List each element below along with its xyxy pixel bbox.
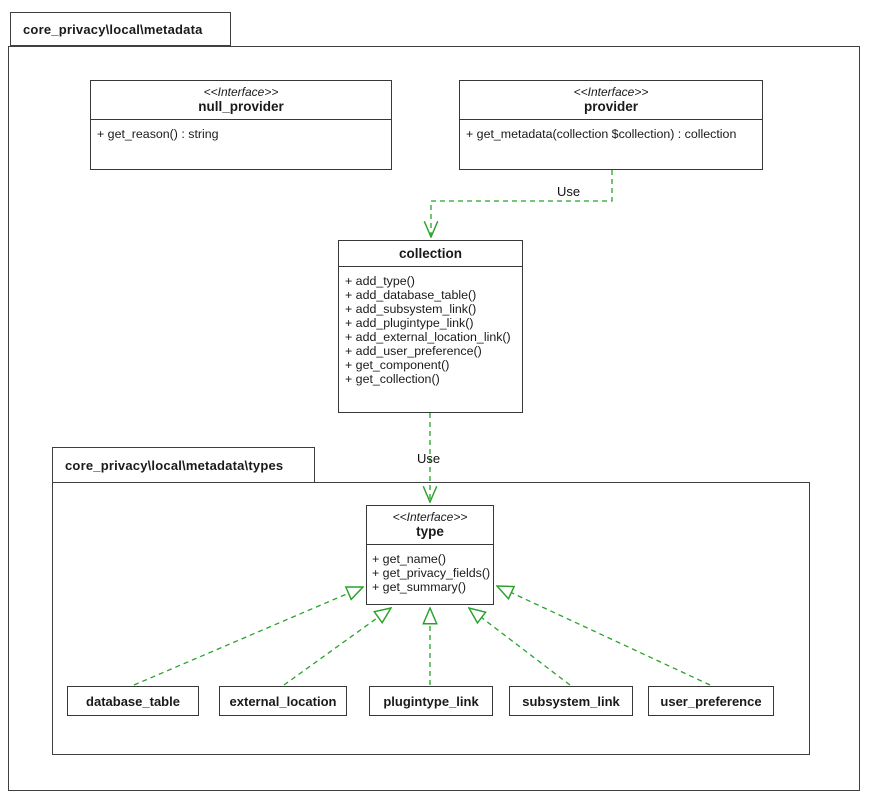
class-name: collection <box>398 246 462 261</box>
class-name: subsystem_link <box>522 693 620 709</box>
method-item: + get_metadata(collection $collection) :… <box>466 127 737 141</box>
method-list: + add_type() + add_database_table() + ad… <box>339 267 522 386</box>
use-label-provider-collection: Use <box>557 184 581 199</box>
class-header: <<Interface>> provider <box>460 81 762 120</box>
class-box-collection: collection + add_type() + add_database_t… <box>338 240 523 413</box>
method-item: + get_summary() <box>372 580 466 594</box>
method-item: + get_component() <box>345 358 450 372</box>
class-box-plugintype-link: plugintype_link <box>369 686 493 716</box>
method-item: + add_type() <box>345 274 415 288</box>
method-list: + get_metadata(collection $collection) :… <box>460 120 762 141</box>
method-item: + add_user_preference() <box>345 344 482 358</box>
method-item: + add_plugintype_link() <box>345 316 474 330</box>
class-name: plugintype_link <box>383 693 479 709</box>
package-body-core-privacy-local-metadata <box>8 46 860 791</box>
class-name: null_provider <box>198 99 284 114</box>
use-label-collection-type: Use <box>417 451 441 466</box>
class-name: database_table <box>86 693 180 709</box>
class-name: type <box>416 524 444 539</box>
stereotype-label: <<Interface>> <box>573 85 649 99</box>
package-label: core_privacy\local\metadata\types <box>65 457 284 473</box>
class-box-external-location: external_location <box>219 686 347 716</box>
class-box-subsystem-link: subsystem_link <box>509 686 633 716</box>
class-header: <<Interface>> type <box>367 506 493 545</box>
class-box-null-provider: <<Interface>> null_provider + get_reason… <box>90 80 392 170</box>
method-list: + get_reason() : string <box>91 120 391 141</box>
method-list: + get_name() + get_privacy_fields() + ge… <box>367 545 493 594</box>
class-box-provider: <<Interface>> provider + get_metadata(co… <box>459 80 763 170</box>
method-item: + get_name() <box>372 552 447 566</box>
method-item: + add_subsystem_link() <box>345 302 477 316</box>
method-item: + add_external_location_link() <box>345 330 511 344</box>
package-label: core_privacy\local\metadata <box>23 21 203 37</box>
class-name: external_location <box>229 693 337 709</box>
class-header: <<Interface>> null_provider <box>91 81 391 120</box>
stereotype-label: <<Interface>> <box>203 85 279 99</box>
method-item: + add_database_table() <box>345 288 477 302</box>
class-box-database-table: database_table <box>67 686 199 716</box>
class-header: collection <box>339 241 522 267</box>
class-name: provider <box>583 99 638 114</box>
stereotype-label: <<Interface>> <box>392 510 468 524</box>
class-box-type: <<Interface>> type + get_name() + get_pr… <box>366 505 494 605</box>
package-body-types <box>52 482 810 755</box>
method-item: + get_reason() : string <box>97 127 219 141</box>
method-item: + get_privacy_fields() <box>372 566 491 580</box>
package-tab-core-privacy-local-metadata: core_privacy\local\metadata <box>10 12 231 46</box>
package-tab-types: core_privacy\local\metadata\types <box>52 447 315 483</box>
method-item: + get_collection() <box>345 372 440 386</box>
class-box-user-preference: user_preference <box>648 686 774 716</box>
class-name: user_preference <box>660 693 762 709</box>
